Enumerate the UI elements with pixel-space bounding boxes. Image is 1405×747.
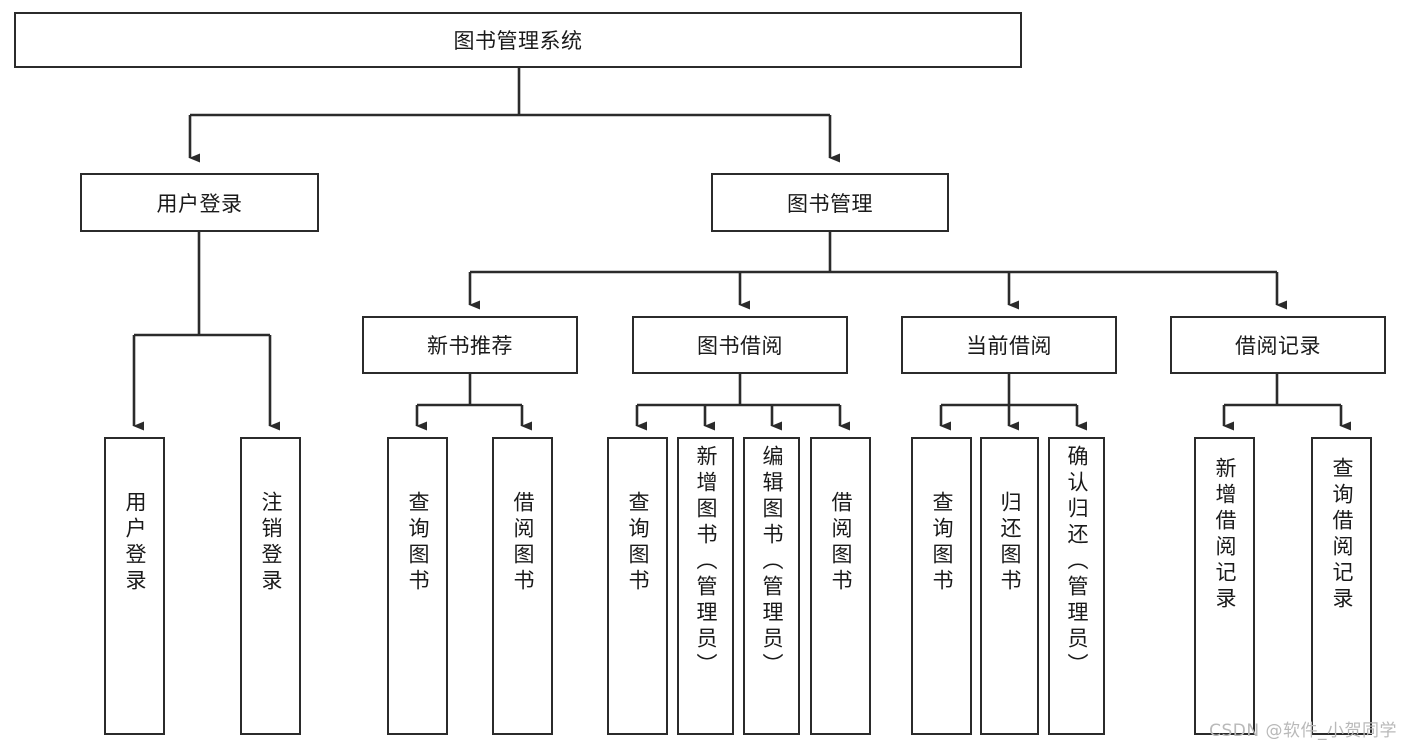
leaf-book-borrow-add-book-admin[interactable]: 新增图书（管理员） bbox=[677, 437, 734, 735]
leaf-current-borrow-query-book[interactable]: 查询图书 bbox=[911, 437, 972, 735]
leaf-user-login-logout[interactable]: 注销登录 bbox=[240, 437, 301, 735]
node-label: 归还图书 bbox=[998, 491, 1022, 595]
node-label: 新增借阅记录 bbox=[1213, 457, 1237, 613]
node-label: 查询图书 bbox=[626, 491, 650, 595]
node-label: 图书借阅 bbox=[697, 334, 783, 358]
node-label: 借阅图书 bbox=[511, 491, 535, 595]
node-book-borrow[interactable]: 图书借阅 bbox=[632, 316, 848, 374]
leaf-current-borrow-return-book[interactable]: 归还图书 bbox=[980, 437, 1039, 735]
leaf-book-borrow-edit-book-admin[interactable]: 编辑图书（管理员） bbox=[743, 437, 800, 735]
node-label: 查询图书 bbox=[930, 491, 954, 595]
leaf-current-borrow-confirm-return-admin[interactable]: 确认归还（管理员） bbox=[1048, 437, 1105, 735]
node-label: 注销登录 bbox=[259, 491, 283, 595]
node-borrow-record[interactable]: 借阅记录 bbox=[1170, 316, 1386, 374]
leaf-user-login-login[interactable]: 用户登录 bbox=[104, 437, 165, 735]
node-label: 当前借阅 bbox=[966, 334, 1052, 358]
leaf-new-book-query-book[interactable]: 查询图书 bbox=[387, 437, 448, 735]
node-label: 图书管理 bbox=[787, 191, 873, 216]
node-current-borrow[interactable]: 当前借阅 bbox=[901, 316, 1117, 374]
node-label: 借阅图书 bbox=[829, 491, 853, 595]
leaf-new-book-borrow-book[interactable]: 借阅图书 bbox=[492, 437, 553, 735]
node-root-book-management-system[interactable]: 图书管理系统 bbox=[14, 12, 1022, 68]
leaf-book-borrow-borrow-book[interactable]: 借阅图书 bbox=[810, 437, 871, 735]
node-label: 图书管理系统 bbox=[453, 29, 583, 53]
leaf-book-borrow-query-book[interactable]: 查询图书 bbox=[607, 437, 668, 735]
node-label: 确认归还（管理员） bbox=[1065, 445, 1089, 679]
node-user-login[interactable]: 用户登录 bbox=[80, 173, 319, 232]
node-label: 编辑图书（管理员） bbox=[760, 445, 784, 679]
node-label: 新书推荐 bbox=[427, 334, 513, 358]
node-label: 新增图书（管理员） bbox=[694, 445, 718, 679]
csdn-watermark: CSDN @软件_小贺同学 bbox=[1209, 721, 1397, 741]
node-label: 用户登录 bbox=[156, 191, 243, 216]
leaf-borrow-record-add-record[interactable]: 新增借阅记录 bbox=[1194, 437, 1255, 735]
node-book-management[interactable]: 图书管理 bbox=[711, 173, 949, 232]
node-new-book-recommend[interactable]: 新书推荐 bbox=[362, 316, 578, 374]
node-label: 借阅记录 bbox=[1235, 334, 1321, 358]
leaf-borrow-record-query-record[interactable]: 查询借阅记录 bbox=[1311, 437, 1372, 735]
node-label: 查询借阅记录 bbox=[1330, 457, 1354, 613]
node-label: 用户登录 bbox=[123, 491, 147, 595]
node-label: 查询图书 bbox=[406, 491, 430, 595]
